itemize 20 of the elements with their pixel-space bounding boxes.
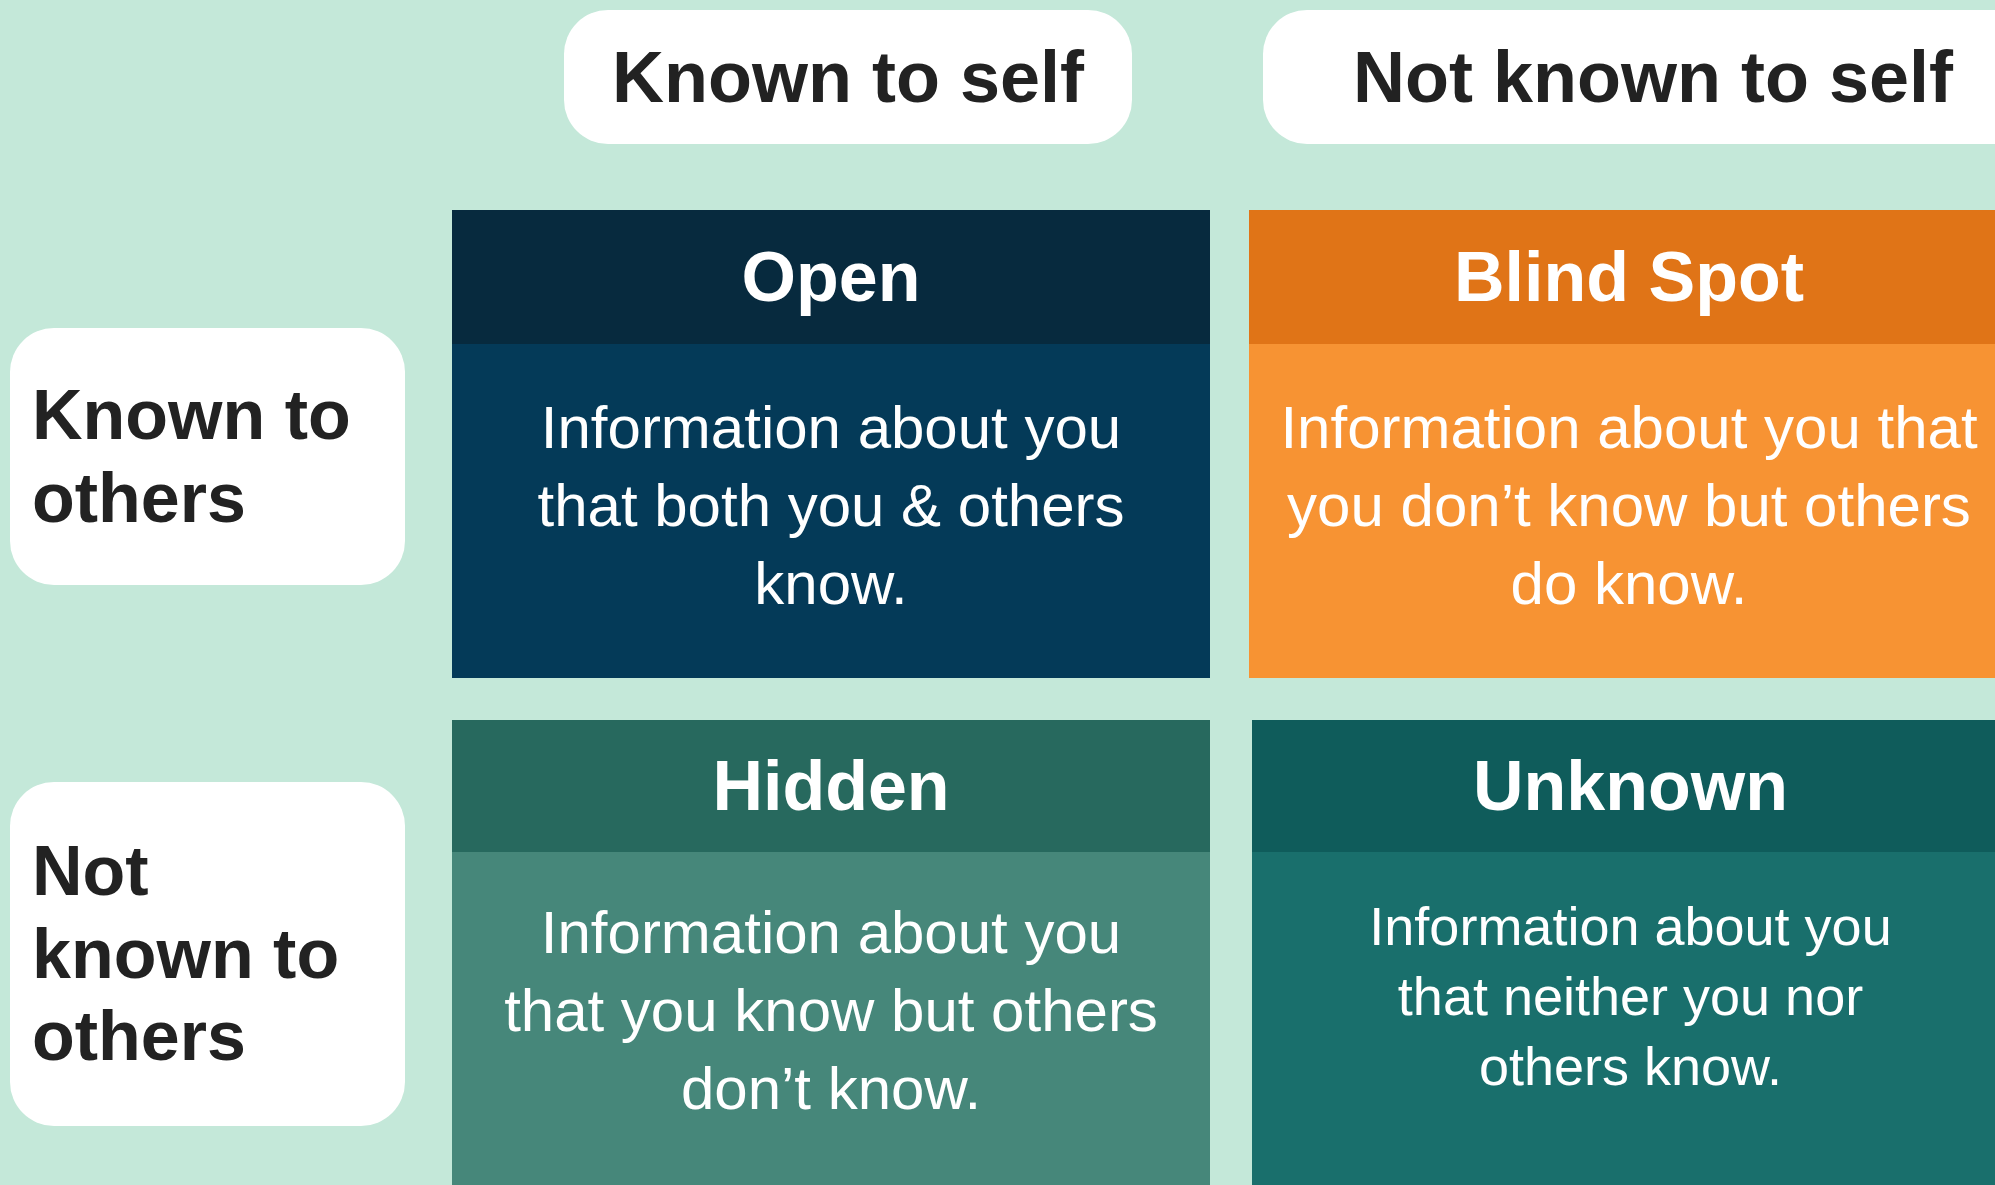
quadrant-description: Information about you that both you & others know. <box>536 393 1126 619</box>
label-pill <box>564 10 1132 144</box>
quadrant-panel <box>1249 210 1995 678</box>
label-pill <box>10 328 405 585</box>
quadrant-description: Information about you that neither you nor others know. <box>1368 894 1893 1099</box>
quadrant-panel <box>452 210 1210 678</box>
quadrant-description: Information about you that you don’t know but others do know. <box>1279 393 1979 619</box>
quadrant-description: Information about you that you know but others don’t know. <box>503 898 1159 1124</box>
quadrant-title: Blind Spot <box>1454 237 1804 317</box>
quadrant-title: Hidden <box>712 746 950 826</box>
axis-label: Not known to others <box>32 831 341 1078</box>
quadrant-title: Unknown <box>1473 746 1788 826</box>
quadrant-panel <box>452 720 1210 1185</box>
quadrant-title: Open <box>741 237 921 317</box>
axis-label: Not known to self <box>1353 35 1953 119</box>
quadrant-panel <box>1252 720 1995 1185</box>
axis-label: Known to others <box>32 374 352 539</box>
label-pill <box>1263 10 1995 144</box>
label-pill <box>10 782 405 1126</box>
axis-label: Known to self <box>612 35 1084 119</box>
